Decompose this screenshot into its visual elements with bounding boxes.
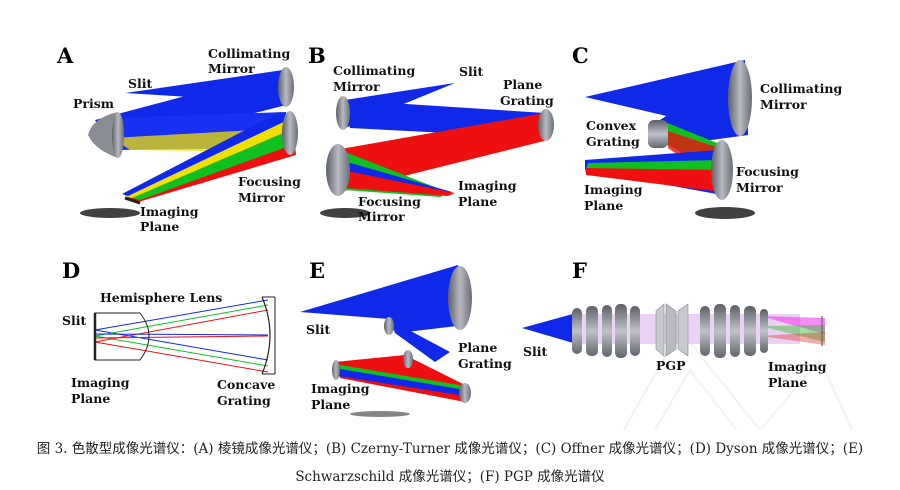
collimated-beam xyxy=(385,275,465,333)
label-slit: Slit xyxy=(128,76,153,91)
label-plane: Plane xyxy=(768,375,807,390)
label-grating: Grating xyxy=(217,393,271,408)
lens-group-left xyxy=(572,304,640,358)
label-concave: Concave xyxy=(217,377,275,392)
diffracted-beam-blue xyxy=(335,368,465,396)
label-imaging: Imaging xyxy=(71,375,130,390)
label-imaging: Imaging xyxy=(140,204,199,219)
panel-c: C Collimating Mirror Convex Grating Focu… xyxy=(572,43,842,219)
label-prism: Prism xyxy=(73,96,114,111)
relay-beam xyxy=(390,320,450,362)
label-imaging: Imaging xyxy=(311,381,370,396)
label-focusing: Focusing xyxy=(238,174,301,189)
label-mirror: Mirror xyxy=(238,190,285,205)
label-plane: Plane xyxy=(503,77,542,92)
panel-letter: C xyxy=(572,43,589,68)
figure-optical-layouts: A Collimating Mirror Slit Prism Focusing… xyxy=(56,43,854,430)
collimating-mirror xyxy=(728,60,752,136)
panel-letter: B xyxy=(308,43,326,68)
label-imaging: Imaging xyxy=(768,359,827,374)
panel-f: F Slit PGP xyxy=(522,258,827,390)
label-plane: Plane xyxy=(584,198,623,213)
plane-grating xyxy=(403,350,413,368)
imaging-plane-element xyxy=(332,360,340,380)
focusing-mirror xyxy=(282,111,298,155)
label-mirror: Mirror xyxy=(333,79,380,94)
label-pgp: PGP xyxy=(656,358,686,373)
label-collimating: Collimating xyxy=(760,81,842,96)
label-focusing: Focusing xyxy=(358,194,421,209)
focus-beam-red xyxy=(342,170,455,196)
watermark xyxy=(622,328,854,430)
label-slit: Slit xyxy=(459,64,484,79)
collimating-mirror xyxy=(278,67,294,107)
convex-grating xyxy=(648,120,668,148)
panel-b: B Collimating Mirror Slit Plane Grating … xyxy=(308,43,554,224)
figure-caption-line2: Schwarzschild 成像光谱仪；(F) PGP 成像光谱仪 xyxy=(295,469,605,485)
input-cone xyxy=(522,312,580,345)
label-collimating: Collimating xyxy=(333,63,415,78)
label-imaging: Imaging xyxy=(458,178,517,193)
imaging-plane xyxy=(124,196,141,205)
label-plane: Plane xyxy=(311,397,350,412)
lens-group-right xyxy=(700,304,768,358)
figure-caption-line1: 图 3. 色散型成像光谱仪：(A) 棱镜成像光谱仪；(B) Czerny-Tur… xyxy=(36,441,864,457)
panel-letter: A xyxy=(56,43,74,68)
label-plane: Plane xyxy=(140,219,179,234)
panel-a: A Collimating Mirror Slit Prism Focusing… xyxy=(56,43,301,234)
label-mirror: Mirror xyxy=(760,97,807,112)
collimated-beam xyxy=(660,65,748,145)
prism-face xyxy=(112,112,124,158)
label-focusing: Focusing xyxy=(736,164,799,179)
focus-beam-red xyxy=(586,168,722,192)
panel-letter: D xyxy=(62,258,80,283)
plane-grating xyxy=(538,109,554,141)
hemisphere-lens xyxy=(94,312,150,361)
label-slit: Slit xyxy=(306,322,331,337)
panel-letter: F xyxy=(572,258,587,283)
label-grating: Grating xyxy=(586,134,640,149)
focusing-mirror xyxy=(711,140,733,200)
label-mirror: Mirror xyxy=(736,180,783,195)
dyson-rays xyxy=(94,299,269,373)
panel-letter: E xyxy=(309,258,325,283)
panel-e: E Slit Plane Grating Imaging Plane xyxy=(300,258,512,417)
concave-grating xyxy=(261,296,271,375)
collimating-mirror xyxy=(336,96,350,130)
label-slit: Slit xyxy=(62,313,87,328)
secondary-mirror xyxy=(384,317,394,335)
prism xyxy=(88,112,118,158)
focusing-mirror xyxy=(459,383,471,403)
shadow xyxy=(695,207,755,219)
shadow xyxy=(350,411,410,417)
shadow xyxy=(80,208,140,218)
label-convex: Convex xyxy=(586,118,637,133)
focus-beam-blue xyxy=(122,112,292,196)
label-plane: Plane xyxy=(458,340,497,355)
label-grating: Grating xyxy=(500,93,554,108)
label-collimating: Collimating xyxy=(208,46,290,61)
label-hemisphere-lens: Hemisphere Lens xyxy=(100,290,222,305)
primary-mirror xyxy=(448,266,472,330)
output-rays xyxy=(760,316,825,345)
focusing-mirror xyxy=(326,144,350,196)
panel-d: D Hemisphere Lens Slit Imaging Plane Con… xyxy=(62,258,276,408)
pgp-element xyxy=(655,303,689,357)
label-plane: Plane xyxy=(71,391,110,406)
focus-beam-blue xyxy=(340,160,452,195)
label-imaging: Imaging xyxy=(584,182,643,197)
label-mirror: Mirror xyxy=(208,61,255,76)
label-plane: Plane xyxy=(458,194,497,209)
label-mirror: Mirror xyxy=(358,209,405,224)
shadow xyxy=(320,208,370,218)
label-grating: Grating xyxy=(458,356,512,371)
label-slit: Slit xyxy=(523,344,548,359)
